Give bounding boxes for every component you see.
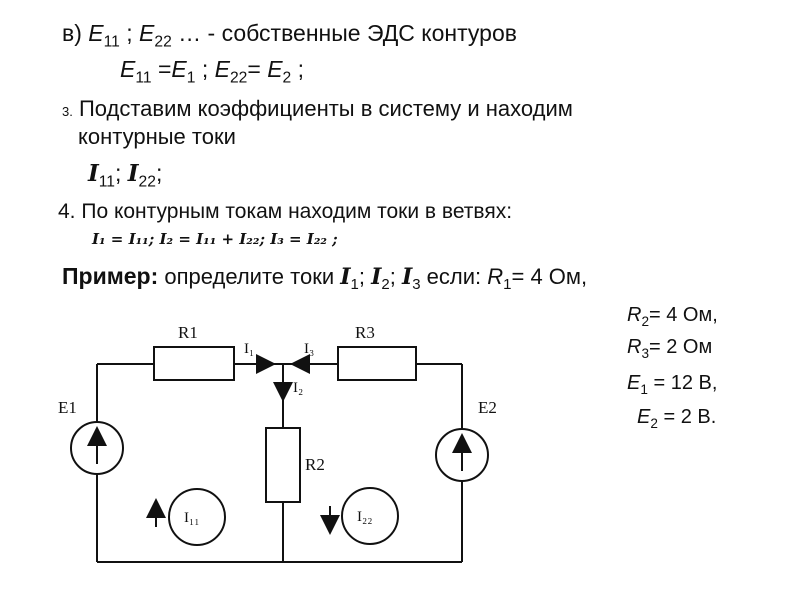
- loop-current-i11-ring: [168, 488, 226, 546]
- label-r3: R3: [355, 323, 375, 342]
- emf-subscript: 1: [640, 381, 648, 397]
- given-e2: E2 = 2 В.: [637, 400, 716, 441]
- separator: ;: [155, 160, 163, 186]
- loop-current-i22-ring: [341, 487, 399, 545]
- resistance-subscript: 1: [503, 276, 512, 294]
- resistance-value: = 4 Ом,: [511, 264, 588, 289]
- current-subscript: 22: [138, 173, 156, 191]
- current-subscript: 1: [350, 276, 359, 294]
- current-subscript: 2: [381, 276, 390, 294]
- given-r2: R2= 4 Ом,: [627, 298, 718, 339]
- emf-description: … - собственные ЭДС контуров: [171, 20, 517, 46]
- example-text: если:: [420, 264, 488, 289]
- label-i22: I₂₂: [357, 509, 372, 525]
- current-subscript: 11: [98, 173, 115, 191]
- label-e1: E1: [58, 398, 77, 417]
- formula-text: I₁ = I₁₁; I₂ = I₁₁ + I₂₂; I₃ = I₂₂ ;: [92, 230, 338, 248]
- step-number: 3.: [62, 104, 73, 119]
- label-i2: I₂: [293, 380, 303, 396]
- current-symbol: I: [88, 160, 99, 187]
- emf-subscript: 22: [154, 33, 172, 51]
- emf-subscript: 11: [103, 33, 120, 51]
- current-symbol: I: [401, 264, 413, 290]
- separator: ;: [358, 264, 372, 289]
- separator: ;: [195, 56, 215, 82]
- equals: =: [247, 56, 268, 82]
- resistance-symbol: R: [487, 264, 504, 289]
- label-i3: I₃: [304, 341, 314, 357]
- resistor-r3: [337, 346, 417, 381]
- emf-symbol: E: [637, 406, 651, 428]
- emf-symbol: E: [267, 56, 283, 82]
- resistance-value: = 2 Ом: [649, 336, 713, 358]
- emf-subscript: 2: [650, 415, 658, 431]
- emf-symbol: E: [120, 56, 136, 82]
- step-text: 4. По контурным токам находим токи в вет…: [58, 200, 513, 223]
- step3-line: 3. Подставим коэффициенты в систему и на…: [62, 96, 573, 122]
- resistance-value: = 4 Ом,: [649, 304, 718, 326]
- current-subscript: 3: [412, 276, 421, 294]
- example-label: Пример:: [62, 263, 159, 289]
- emf-value: = 2 В.: [657, 406, 717, 428]
- example-text: определите токи: [158, 264, 341, 289]
- label-i11: I₁₁: [184, 510, 199, 526]
- resistance-symbol: R: [627, 304, 642, 326]
- branch-currents-formula: I₁ = I₁₁; I₂ = I₁₁ + I₂₂; I₃ = I₂₂ ;: [92, 230, 338, 248]
- item-marker: в): [62, 20, 89, 46]
- current-symbol: I: [127, 160, 139, 187]
- separator: ;: [119, 20, 140, 46]
- step-text: контурные токи: [78, 124, 236, 149]
- label-r1: R1: [178, 323, 198, 342]
- current-symbol: I: [340, 264, 351, 290]
- emf-equalities-line: E11 =E1 ; E22= E2 ;: [120, 56, 304, 87]
- emf-definition-line: в) E11 ; E22 … - собственные ЭДС контуро…: [62, 20, 517, 51]
- label-r2: R2: [305, 455, 325, 474]
- emf-subscript: 22: [229, 69, 248, 87]
- resistance-subscript: 3: [641, 345, 650, 361]
- example-line: Пример: определите токи I1; I2; I3 если:…: [62, 263, 587, 293]
- label-e2: E2: [478, 398, 497, 417]
- separator: ;: [291, 56, 305, 82]
- resistor-r2: [265, 427, 301, 503]
- equals: =: [151, 56, 172, 82]
- step3-line-continued: контурные токи: [78, 124, 236, 150]
- emf-subscript: 2: [282, 69, 292, 87]
- step4-line: 4. По контурным токам находим токи в вет…: [58, 200, 512, 224]
- emf-symbol: E: [214, 56, 230, 82]
- given-e1: E1 = 12 В,: [627, 366, 717, 407]
- emf-symbol: E: [88, 20, 104, 46]
- emf-symbol: E: [139, 20, 155, 46]
- emf-value: = 12 В,: [647, 372, 718, 394]
- emf-subscript: 1: [186, 69, 196, 87]
- resistor-r1: [153, 346, 235, 381]
- given-r3: R3= 2 Ом: [627, 330, 712, 371]
- current-symbol: I: [371, 264, 382, 290]
- emf-subscript: 11: [135, 69, 152, 87]
- separator: ;: [389, 264, 402, 289]
- step-text: Подставим коэффициенты в систему и наход…: [72, 96, 573, 121]
- resistance-symbol: R: [627, 336, 642, 358]
- label-i1: I₁: [244, 341, 254, 357]
- emf-symbol: E: [627, 372, 641, 394]
- loop-currents-line: I11; I22;: [88, 160, 162, 191]
- emf-symbol: E: [171, 56, 187, 82]
- resistance-subscript: 2: [641, 313, 650, 329]
- separator: ;: [115, 160, 128, 186]
